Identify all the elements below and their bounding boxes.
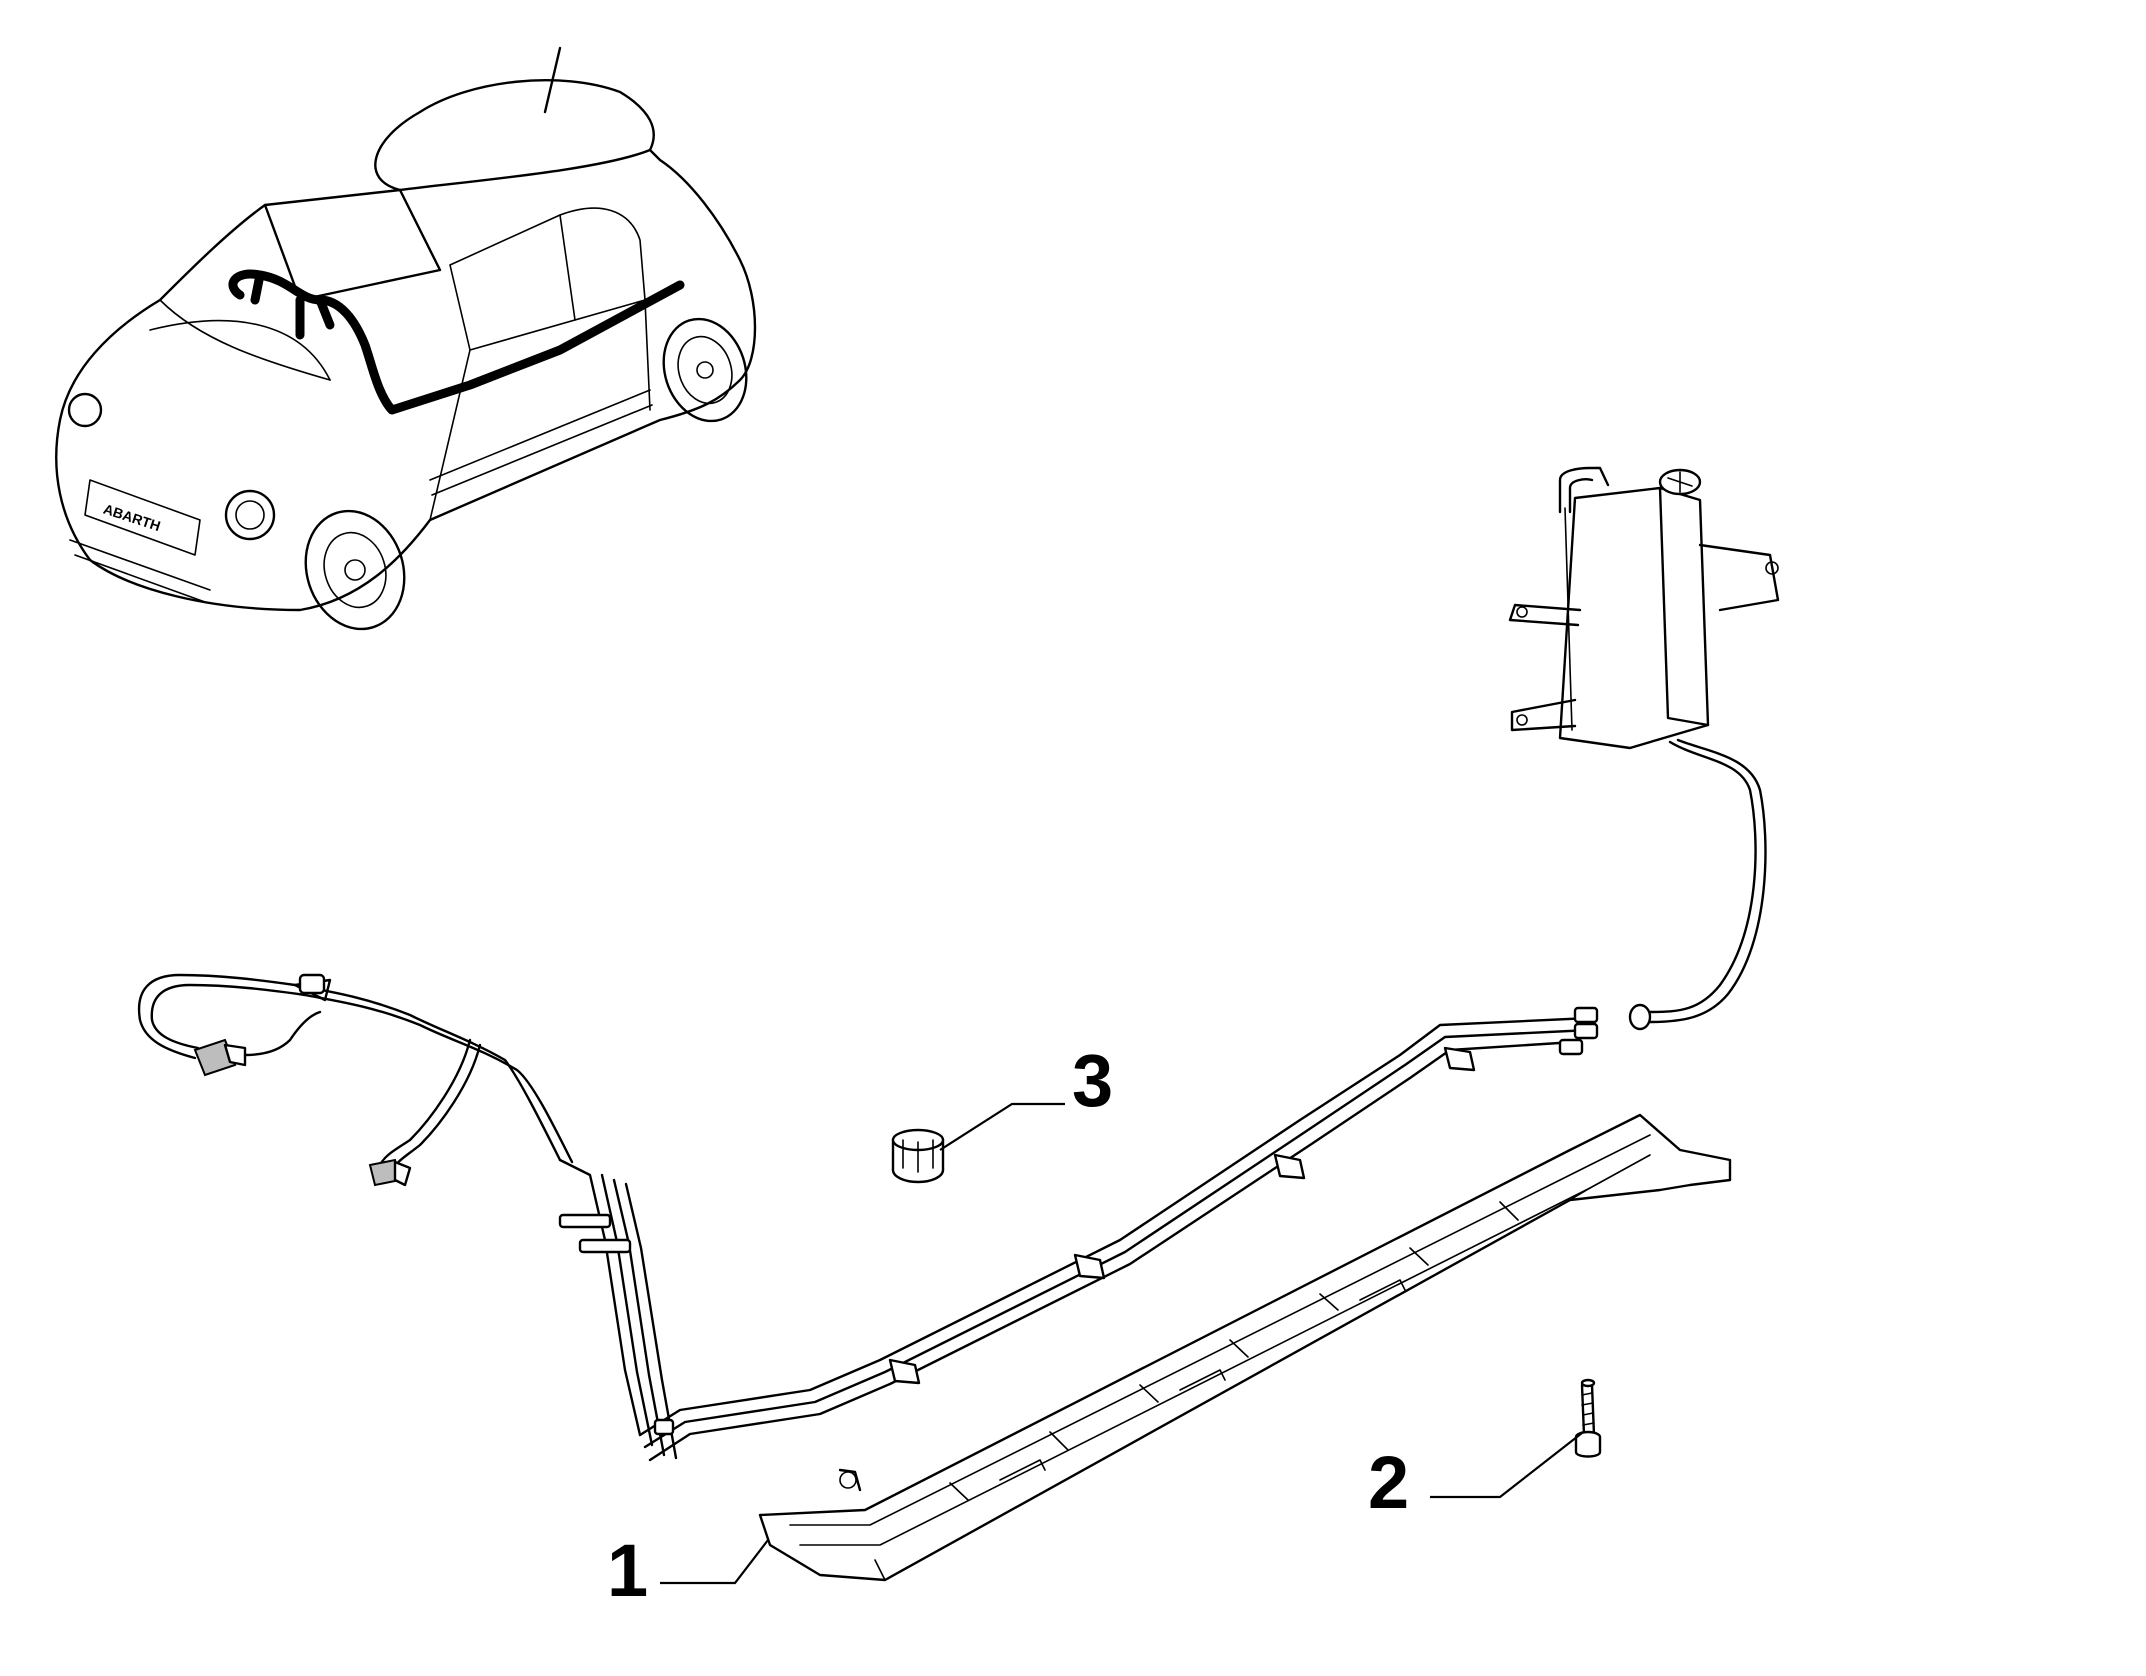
callout-number-2: 2 xyxy=(1368,1441,1409,1524)
leader-line-3 xyxy=(939,1102,1065,1151)
car-overview-illustration: ABARTH xyxy=(55,46,757,631)
part-1-underbody-guard xyxy=(758,1113,1732,1582)
fuel-line-assembly xyxy=(137,973,1599,1462)
leader-line-1 xyxy=(660,1539,769,1585)
car-badge-text: ABARTH xyxy=(101,501,162,534)
leader-line-2 xyxy=(1430,1432,1583,1499)
canister-assembly xyxy=(1508,466,1780,1031)
callout-leaders xyxy=(660,1102,1583,1585)
part-3-grommet xyxy=(891,1128,945,1184)
callout-number-1: 1 xyxy=(607,1529,648,1612)
callout-number-3: 3 xyxy=(1072,1039,1113,1122)
part-2-bolt xyxy=(1574,1378,1602,1458)
